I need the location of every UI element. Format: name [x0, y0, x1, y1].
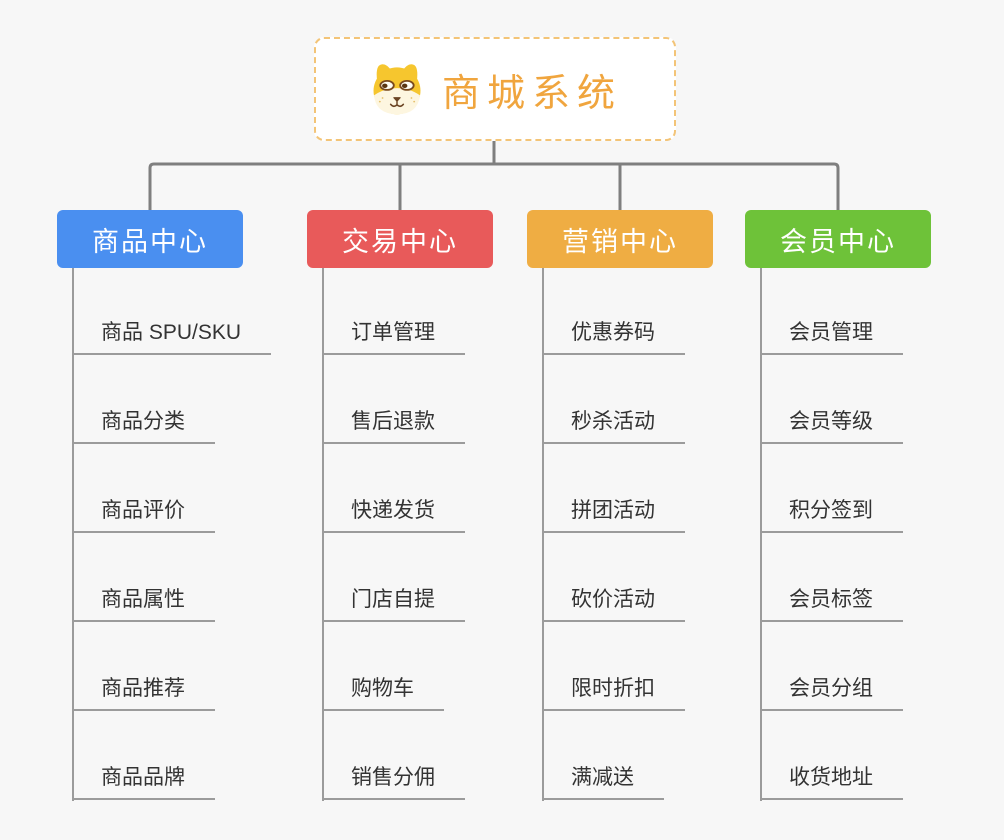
branch-node-trade-center[interactable]: 交易中心 — [307, 210, 493, 268]
branch-bus-line — [148, 162, 840, 210]
leaf-label: 销售分佣 — [351, 766, 435, 789]
leaf-label: 商品评价 — [101, 499, 185, 522]
leaf-node[interactable]: 满减送 — [543, 756, 664, 800]
leaf-label: 商品 SPU/SKU — [101, 321, 242, 344]
leaf-node[interactable]: 秒杀活动 — [543, 400, 685, 444]
leaf-node[interactable]: 订单管理 — [323, 311, 465, 355]
leaf-node[interactable]: 商品分类 — [73, 400, 215, 444]
leaf-node[interactable]: 商品推荐 — [73, 667, 215, 711]
branch-label: 商品中心 — [92, 226, 208, 257]
leaf-node[interactable]: 商品属性 — [73, 578, 215, 622]
leaf-label: 订单管理 — [351, 321, 435, 344]
leaf-label: 限时折扣 — [571, 677, 655, 700]
leaf-label: 门店自提 — [351, 588, 435, 611]
leaf-node[interactable]: 会员等级 — [761, 400, 903, 444]
leaf-label: 商品品牌 — [101, 766, 185, 789]
leaf-node[interactable]: 门店自提 — [323, 578, 465, 622]
leaf-node[interactable]: 商品评价 — [73, 489, 215, 533]
branch-trunk-line — [72, 268, 74, 801]
leaf-node[interactable]: 拼团活动 — [543, 489, 685, 533]
leaf-node[interactable]: 会员管理 — [761, 311, 903, 355]
branch-trunk-line — [322, 268, 324, 801]
dog-face-icon — [368, 61, 426, 117]
leaf-label: 砍价活动 — [571, 588, 655, 611]
leaf-label: 会员分组 — [789, 677, 873, 700]
leaf-node[interactable]: 优惠券码 — [543, 311, 685, 355]
branch-node-product-center[interactable]: 商品中心 — [57, 210, 243, 268]
leaf-label: 收货地址 — [789, 766, 873, 789]
branch-label: 交易中心 — [342, 226, 458, 257]
leaf-node[interactable]: 商品品牌 — [73, 756, 215, 800]
leaf-node[interactable]: 快递发货 — [323, 489, 465, 533]
leaf-label: 秒杀活动 — [571, 410, 655, 433]
branch-label: 营销中心 — [562, 226, 678, 257]
leaf-node[interactable]: 会员标签 — [761, 578, 903, 622]
leaf-node[interactable]: 购物车 — [323, 667, 444, 711]
leaf-node[interactable]: 收货地址 — [761, 756, 903, 800]
leaf-label: 售后退款 — [351, 410, 435, 433]
leaf-label: 满减送 — [571, 766, 634, 789]
leaf-label: 商品推荐 — [101, 677, 185, 700]
branch-node-marketing-center[interactable]: 营销中心 — [527, 210, 713, 268]
leaf-label: 商品属性 — [101, 588, 185, 611]
leaf-node[interactable]: 砍价活动 — [543, 578, 685, 622]
leaf-node[interactable]: 限时折扣 — [543, 667, 685, 711]
leaf-node[interactable]: 商品 SPU/SKU — [73, 311, 272, 355]
leaf-node[interactable]: 积分签到 — [761, 489, 903, 533]
branch-trunk-line — [760, 268, 762, 801]
leaf-label: 快递发货 — [351, 499, 435, 522]
leaf-label: 优惠券码 — [571, 321, 655, 344]
leaf-node[interactable]: 售后退款 — [323, 400, 465, 444]
leaf-label: 会员管理 — [789, 321, 873, 344]
root-node[interactable]: 商城系统 — [314, 37, 676, 141]
leaf-label: 积分签到 — [789, 499, 873, 522]
root-title: 商城系统 — [441, 72, 622, 115]
leaf-label: 会员等级 — [789, 410, 873, 433]
branch-label: 会员中心 — [780, 226, 896, 257]
leaf-label: 商品分类 — [101, 410, 185, 433]
branch-node-member-center[interactable]: 会员中心 — [745, 210, 931, 268]
leaf-label: 购物车 — [351, 677, 414, 700]
leaf-label: 会员标签 — [789, 588, 873, 611]
branch-trunk-line — [542, 268, 544, 801]
leaf-node[interactable]: 销售分佣 — [323, 756, 465, 800]
leaf-label: 拼团活动 — [571, 499, 655, 522]
leaf-node[interactable]: 会员分组 — [761, 667, 903, 711]
